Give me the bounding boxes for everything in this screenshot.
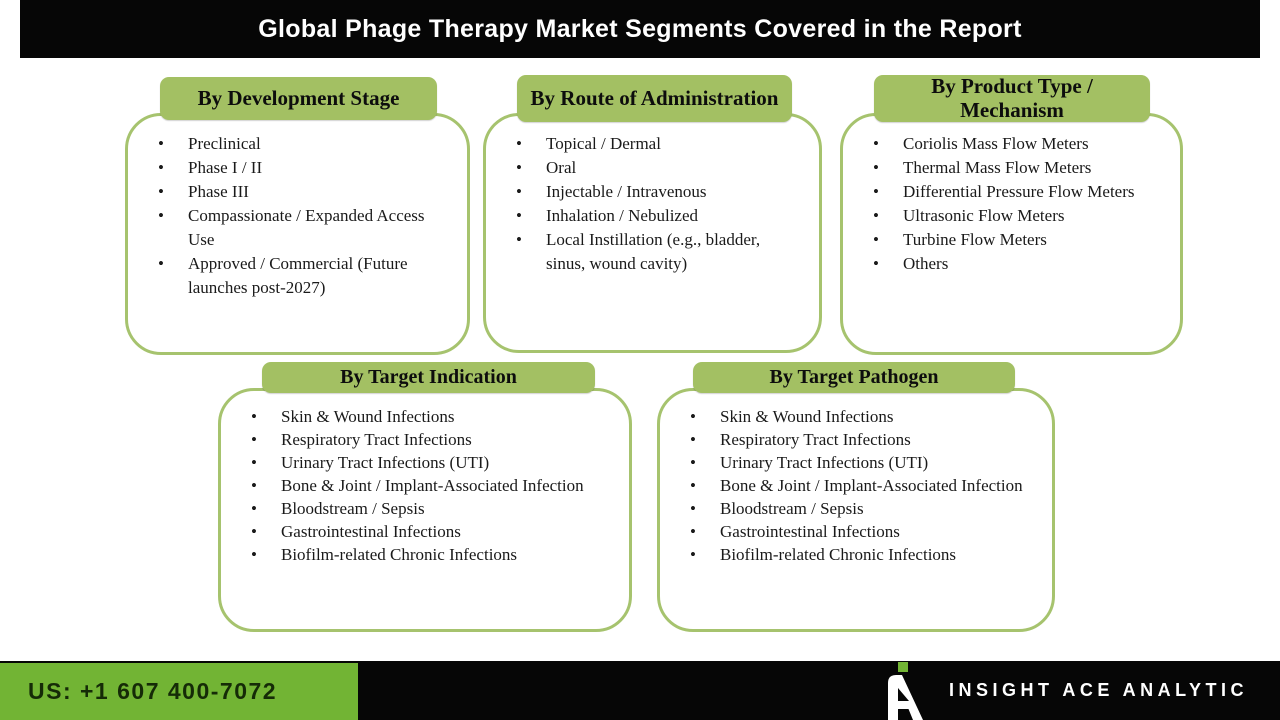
segment-header-target-pathogen: By Target Pathogen [693,362,1015,393]
segment-header-target-indication: By Target Indication [262,362,595,393]
segment-list-development-stage: PreclinicalPhase I / IIPhase IIICompassi… [128,116,467,300]
list-item: Compassionate / Expanded Access Use [152,204,451,252]
list-item: Approved / Commercial (Future launches p… [152,252,451,300]
list-item: Injectable / Intravenous [510,180,803,204]
segment-list-target-indication: Skin & Wound InfectionsRespiratory Tract… [221,391,629,566]
segment-header-route-of-administration: By Route of Administration [517,75,792,122]
segment-header-product-type-mechanism: By Product Type / Mechanism [874,74,1150,122]
segment-box-target-indication: Skin & Wound InfectionsRespiratory Tract… [218,388,632,632]
page-title: Global Phage Therapy Market Segments Cov… [258,14,1022,43]
list-item: Turbine Flow Meters [867,228,1164,252]
list-item: Respiratory Tract Infections [245,428,595,451]
segment-box-route-of-administration: Topical / DermalOralInjectable / Intrave… [483,113,822,353]
list-item: Oral [510,156,803,180]
list-item: Phase I / II [152,156,451,180]
brand-block: INSIGHT ACE ANALYTIC [885,661,1248,720]
phone-number: US: +1 607 400-7072 [28,678,278,704]
list-item: Inhalation / Nebulized [510,204,803,228]
list-item: Bloodstream / Sepsis [684,497,1042,520]
list-item: Phase III [152,180,451,204]
segment-box-development-stage: PreclinicalPhase I / IIPhase IIICompassi… [125,113,470,355]
list-item: Thermal Mass Flow Meters [867,156,1164,180]
segment-box-product-type-mechanism: Coriolis Mass Flow MetersThermal Mass Fl… [840,113,1183,355]
brand-name: INSIGHT ACE ANALYTIC [948,680,1248,700]
list-item: Bloodstream / Sepsis [245,497,595,520]
list-item: Others [867,252,1164,276]
segment-list-route-of-administration: Topical / DermalOralInjectable / Intrave… [486,116,819,276]
title-bar: Global Phage Therapy Market Segments Cov… [20,0,1260,58]
segment-box-target-pathogen: Skin & Wound InfectionsRespiratory Tract… [657,388,1055,632]
list-item: Biofilm-related Chronic Infections [684,543,1042,566]
list-item: Biofilm-related Chronic Infections [245,543,595,566]
list-item: Urinary Tract Infections (UTI) [684,451,1042,474]
list-item: Gastrointestinal Infections [684,520,1042,543]
list-item: Ultrasonic Flow Meters [867,204,1164,228]
list-item: Urinary Tract Infections (UTI) [245,451,595,474]
list-item: Respiratory Tract Infections [684,428,1042,451]
list-item: Coriolis Mass Flow Meters [867,132,1164,156]
list-item: Bone & Joint / Implant-Associated Infect… [245,474,595,497]
list-item: Gastrointestinal Infections [245,520,595,543]
insight-ace-logo-icon [887,661,923,720]
phone-box: US: +1 607 400-7072 [0,663,358,720]
segment-header-development-stage: By Development Stage [160,77,437,120]
segment-list-product-type-mechanism: Coriolis Mass Flow MetersThermal Mass Fl… [843,116,1180,276]
list-item: Bone & Joint / Implant-Associated Infect… [684,474,1042,497]
list-item: Preclinical [152,132,451,156]
list-item: Skin & Wound Infections [245,405,595,428]
list-item: Local Instillation (e.g., bladder, sinus… [510,228,803,276]
list-item: Differential Pressure Flow Meters [867,180,1164,204]
footer-bar: US: +1 607 400-7072 INSIGHT ACE ANALYTIC [0,661,1280,720]
list-item: Topical / Dermal [510,132,803,156]
segment-list-target-pathogen: Skin & Wound InfectionsRespiratory Tract… [660,391,1052,566]
list-item: Skin & Wound Infections [684,405,1042,428]
